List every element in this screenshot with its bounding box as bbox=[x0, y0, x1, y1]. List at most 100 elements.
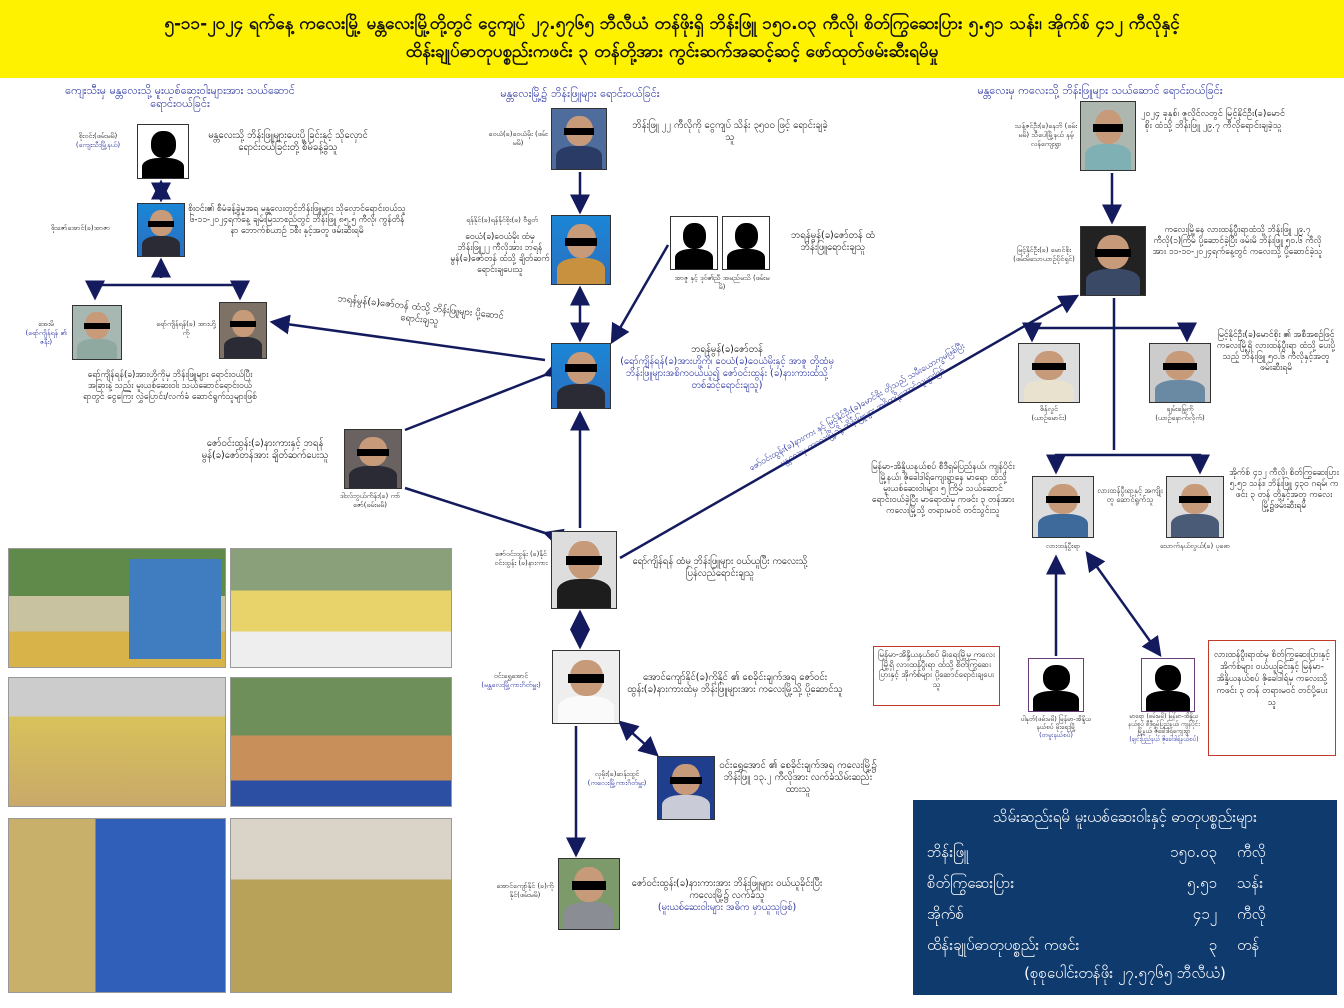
person-note: (ရော်ကျိန်ရန် ၏ ဇနီး) bbox=[25, 329, 67, 346]
item: စိတ်ကြွဆေးပြား bbox=[927, 873, 1015, 892]
suspect-photo bbox=[551, 108, 607, 170]
person-desc: အောင်ကျော်နိုင်(ခ)ကိုနိုင် ၏ စေခိုင်းချက… bbox=[627, 672, 843, 695]
section-title-left: ကျေးသီးမှ မန္တလေးသို့ မူးယစ်ဆေးဝါးများအာ… bbox=[65, 84, 295, 110]
page-title: ၅-၁၁-၂၀၂၄ ရက်နေ့ ကလေးမြို့ မန္တလေးမြို့တ… bbox=[0, 0, 1344, 78]
section-title-center: မန္တလေးမြို့၌ ဘိန်းဖြူများ ရောင်းဝယ်ခြင်… bbox=[500, 87, 660, 100]
silhouette-photo bbox=[670, 216, 718, 270]
person-label: လှမိုး(ခ)ဆန်းထွင်(ကလေးမြို့ကားဂိတ်မှူး) bbox=[578, 770, 656, 788]
person-note: (ကျေးသီးမြို့နယ်) bbox=[75, 141, 121, 149]
note-box: မြန်မာ-အိန္ဒိယနယ်စပ် မိုးရေးမြို့မှ ကလေး… bbox=[873, 646, 1000, 706]
person-desc: လားထန်ပွီးရာထံမှ စိတ်ကြွဆေးပြားနှင့် အို… bbox=[1214, 650, 1330, 708]
person-name: စိုးဝင်း(ဖမ်းမမိ) bbox=[78, 132, 118, 140]
seizure-photo-stacks bbox=[230, 818, 452, 993]
person-name: ဇော်ဝင်းထွန်း (ခ)နိုင်ဝင်းထွန်း (ခ)နားကာ… bbox=[494, 550, 548, 567]
silhouette-photo bbox=[1141, 658, 1195, 712]
person-desc: မြန်မာ-အိန္ဒိယနယ်စပ် မိုးရေးမြို့မှ ကလေး… bbox=[877, 650, 996, 689]
seizure-photo-van bbox=[8, 818, 226, 993]
person-note: (ယာဉ်နောက်လိုက်) bbox=[1155, 414, 1205, 422]
unit: ကီလို bbox=[1237, 904, 1266, 923]
qty: ၄၁၂ bbox=[1192, 904, 1217, 923]
person-note: (မူးယစ်ဆေးဝါးများ အဓိက မှာယူသူဖြစ်) bbox=[657, 902, 797, 913]
item: ဘိန်းဖြူ bbox=[927, 842, 969, 861]
person-name: ရန်နိုင်(ခ)ရန်နိုင်စိုး(ခ) ဗီရွတ် bbox=[466, 216, 538, 224]
seizure-photo-truck bbox=[8, 548, 226, 668]
silhouette-photo bbox=[137, 124, 189, 179]
person-name: သန့်ဇင်ဦး(ခ)နေဘိ (ဖမ်းမမိ) သီပေါမြို့နယ်… bbox=[1014, 122, 1078, 148]
note-box: လားထန်ပွီးရာထံမှ စိတ်ကြွဆေးပြားနှင့် အို… bbox=[1208, 640, 1336, 756]
person-note: (တမူးနယ်စပ်) bbox=[1039, 731, 1073, 739]
summary-row: ဘိန်းဖြူ ၁၅၀.၀၃ ကီလို bbox=[927, 838, 1323, 869]
person-name: ဘရန်မွန်(ခ)ဇော်တန် bbox=[691, 344, 763, 355]
suspect-photo bbox=[137, 203, 185, 257]
suspect-photo bbox=[552, 650, 620, 724]
person-desc: စိုးဝင်း၏ စီမံခန့်ခွဲမှုအရ မန္တလေးတွင်ဘိ… bbox=[188, 204, 406, 236]
person-label: မာရော (ဖမ်းမမိ) မြန်မာ-အိန္ဒိယ နယ်စပ် စီ… bbox=[1124, 713, 1204, 743]
item: ထိန်းချုပ်ဓာတုပစ္စည်း ကဖင်း bbox=[927, 935, 1080, 954]
person-desc: ကလေးမြို့နေ လားထန်ပွီးရာထံသို့ ဘိန်းဖြူ … bbox=[1152, 225, 1323, 257]
person-desc: ဇော်ဝင်းထွန်း(ခ)နားကားအား ဘိန်းဖြူများ ဝ… bbox=[622, 878, 832, 914]
person-note: (မန္တလေးမြို့ကားဂိတ်မှူး) bbox=[481, 681, 541, 689]
person-name: ချမ်းမြေ့ကို bbox=[1166, 405, 1194, 413]
person-note: (ချင်းပြည်နယ် ဇိုခေါဒါရ်နယ်စပ်) bbox=[1129, 735, 1199, 743]
suspect-photo bbox=[72, 305, 122, 360]
title-line-1: ၅-၁၁-၂၀၂၄ ရက်နေ့ ကလေးမြို့ မန္တလေးမြို့တ… bbox=[164, 14, 1180, 34]
summary-row: အိုက်စ် ၄၁၂ ကီလို bbox=[927, 900, 1323, 931]
silhouette-photo bbox=[722, 216, 770, 270]
title-line-2: ထိန်းချုပ်ဓာတုပစ္စည်းကဖင်း ၃ တန်တို့အား … bbox=[405, 42, 939, 62]
relation-label: လားထန်ပွီးရာနှင့် အကျိုးတူ ဆောင်ရွက်သူ bbox=[1097, 486, 1163, 504]
person-desc: ဝင်းရွှေအောင် ၏ စေခိုင်းချက်အရ ကလေးမြို့… bbox=[719, 760, 877, 795]
person-desc: ဝေယံ(ခ)ဝေယံမိုး ထံမှ ဘိန်းဖြူ၂၂ ကီလိုအား… bbox=[450, 232, 550, 275]
person-name: မာရော (ဖမ်းမမိ) မြန်မာ-အိန္ဒိယ နယ်စပ် စီ… bbox=[1128, 713, 1200, 735]
suspect-photo bbox=[344, 429, 402, 489]
person-name: အာဇူ နှင့် ဒုဝ်၏ညီ အမည်မသိ (ဖမ်းမမိ) bbox=[674, 274, 770, 291]
seizure-photo-pills bbox=[8, 677, 226, 807]
summary-total: (စုစုပေါင်းတန်ဖိုး ၂၇.၅၇၆၅ ဘီလီယံ) bbox=[1024, 964, 1226, 982]
seizure-photo-packages bbox=[230, 677, 452, 807]
suspect-photo bbox=[1018, 343, 1080, 403]
seizure-summary-box: သိမ်းဆည်းရမိ မူးယစ်ဆေးဝါးနှင့် ဓာတုပစ္စည… bbox=[913, 800, 1337, 995]
qty: ၁၅၀.၀၃ bbox=[1170, 842, 1217, 861]
person-desc: မြန်မာ-အိန္ဒိယနယ်စပ် စီဒီရှမ်ပြည်နယ်၊ ကျ… bbox=[871, 462, 1015, 516]
summary-row: ထိန်းချုပ်ဓာတုပစ္စည်း ကဖင်း၃တန် bbox=[927, 931, 1323, 962]
person-note: (ကလေးမြို့ကားဂိတ်မှူး) bbox=[587, 779, 647, 787]
unit: ကီလို bbox=[1237, 842, 1266, 861]
person-desc: မြင့်နိုင်ဦး(ခ)မောင်စိုး ၏ အစီအစဉ်ဖြင့် … bbox=[1216, 330, 1336, 373]
person-label: ပါနုတ်(ဖမ်းမမိ) မြန်မာ-အိန္ဒိယနယ်စပ် မို… bbox=[1020, 715, 1092, 739]
suspect-photo bbox=[1166, 476, 1224, 538]
person-desc: ရော်ကျိန်ရန်(ခ)အားဟို့ကိုမှ ဘိန်းဖြူများ… bbox=[83, 370, 257, 402]
summary-row: စိတ်ကြွဆေးပြား ၅.၅၁ သန်း bbox=[927, 869, 1323, 900]
person-name: လှမိုး(ခ)ဆန်းထွင် bbox=[594, 770, 640, 778]
person-name: စိန်လွင် bbox=[1039, 405, 1058, 413]
section-title-right: မန္တလေးမှ ကလေးသို့ ဘိန်းဖြူများ သယ်ဆောင်… bbox=[977, 84, 1223, 97]
desc-text: ဇော်ဝင်းထွန်း(ခ)နားကားအား ဘိန်းဖြူများ ဝ… bbox=[631, 878, 823, 901]
person-desc: ဘရန်မွန်(ခ)ဇော်တန်(ရော်ကျိန်ရန်(ခ)အားဟို… bbox=[612, 344, 842, 392]
person-label: ဝင်းရွှေအောင်(မန္တလေးမြို့ကားဂိတ်မှူး) bbox=[472, 672, 550, 690]
person-name: ဝေယံ(ခ)ဝေယံမိုး (ဖမ်းမမိ) bbox=[488, 130, 548, 147]
suspect-photo bbox=[558, 858, 620, 930]
suspect-photo bbox=[1080, 226, 1146, 296]
person-desc: ဘိန်းဖြူ ၂၂ ကီလိုကို ငွေကျပ် သိန်း ၃၅၀၀ … bbox=[632, 120, 828, 143]
unit: တန် bbox=[1237, 935, 1260, 954]
person-name: ဒါးလ်ဘွယ်ကိန်း(ခ) ကာ်ဇော်(ဖမ်းမမိ) bbox=[339, 492, 401, 509]
person-label: စိုးဝင်း(ဖမ်းမမိ)(ကျေးသီးမြို့နယ်) bbox=[62, 132, 134, 150]
person-desc: ဇော်ဝင်းထွန်း(ခ)နားကားနှင့် ဘရန်မွန်(ခ)ဇ… bbox=[201, 438, 329, 461]
person-label: အေးမိ(ရော်ကျိန်ရန် ၏ ဇနီး) bbox=[22, 320, 70, 347]
person-note: (ယာဉ်မောင်း) bbox=[1031, 414, 1067, 422]
suspect-photo bbox=[551, 343, 611, 409]
suspect-photo bbox=[551, 215, 611, 285]
person-desc: ရော်ကျိန်ရန် ထံမှ ဘိန်းဖြူများ ဝယ်ယူပြီး… bbox=[632, 556, 808, 579]
item: အိုက်စ် bbox=[927, 904, 964, 923]
person-desc: ၂၀၂၄ ခုနှစ်၊ ဇူလိုင်လတွင် မြင့်နိုင်ဦး(ခ… bbox=[1140, 109, 1286, 131]
person-name: ဝင်းရွှေအောင် bbox=[493, 672, 529, 680]
suspect-photo bbox=[1149, 343, 1211, 403]
person-name: မြင့်နိုင်ဦး(ခ) မောင်စိုး (ဖမ်းမိသောယာဉ်… bbox=[1013, 246, 1075, 263]
suspect-photo bbox=[1080, 101, 1136, 171]
person-name: ရော်ကျိန်ရန်(ခ) အားဟို့ကို bbox=[156, 320, 216, 337]
unit: သန်း bbox=[1237, 873, 1264, 892]
person-desc: ဘရန်မွန်(ခ)ဇော်တန် ထံ ဘိန်းဖြူရောင်းချသူ bbox=[791, 230, 875, 253]
seizure-photo-bags bbox=[230, 548, 452, 668]
suspect-photo bbox=[1032, 476, 1094, 538]
qty: ၅.၅၁ bbox=[1186, 873, 1217, 892]
person-label: ချမ်းမြေ့ကို(ယာဉ်နောက်လိုက်) bbox=[1140, 405, 1220, 423]
